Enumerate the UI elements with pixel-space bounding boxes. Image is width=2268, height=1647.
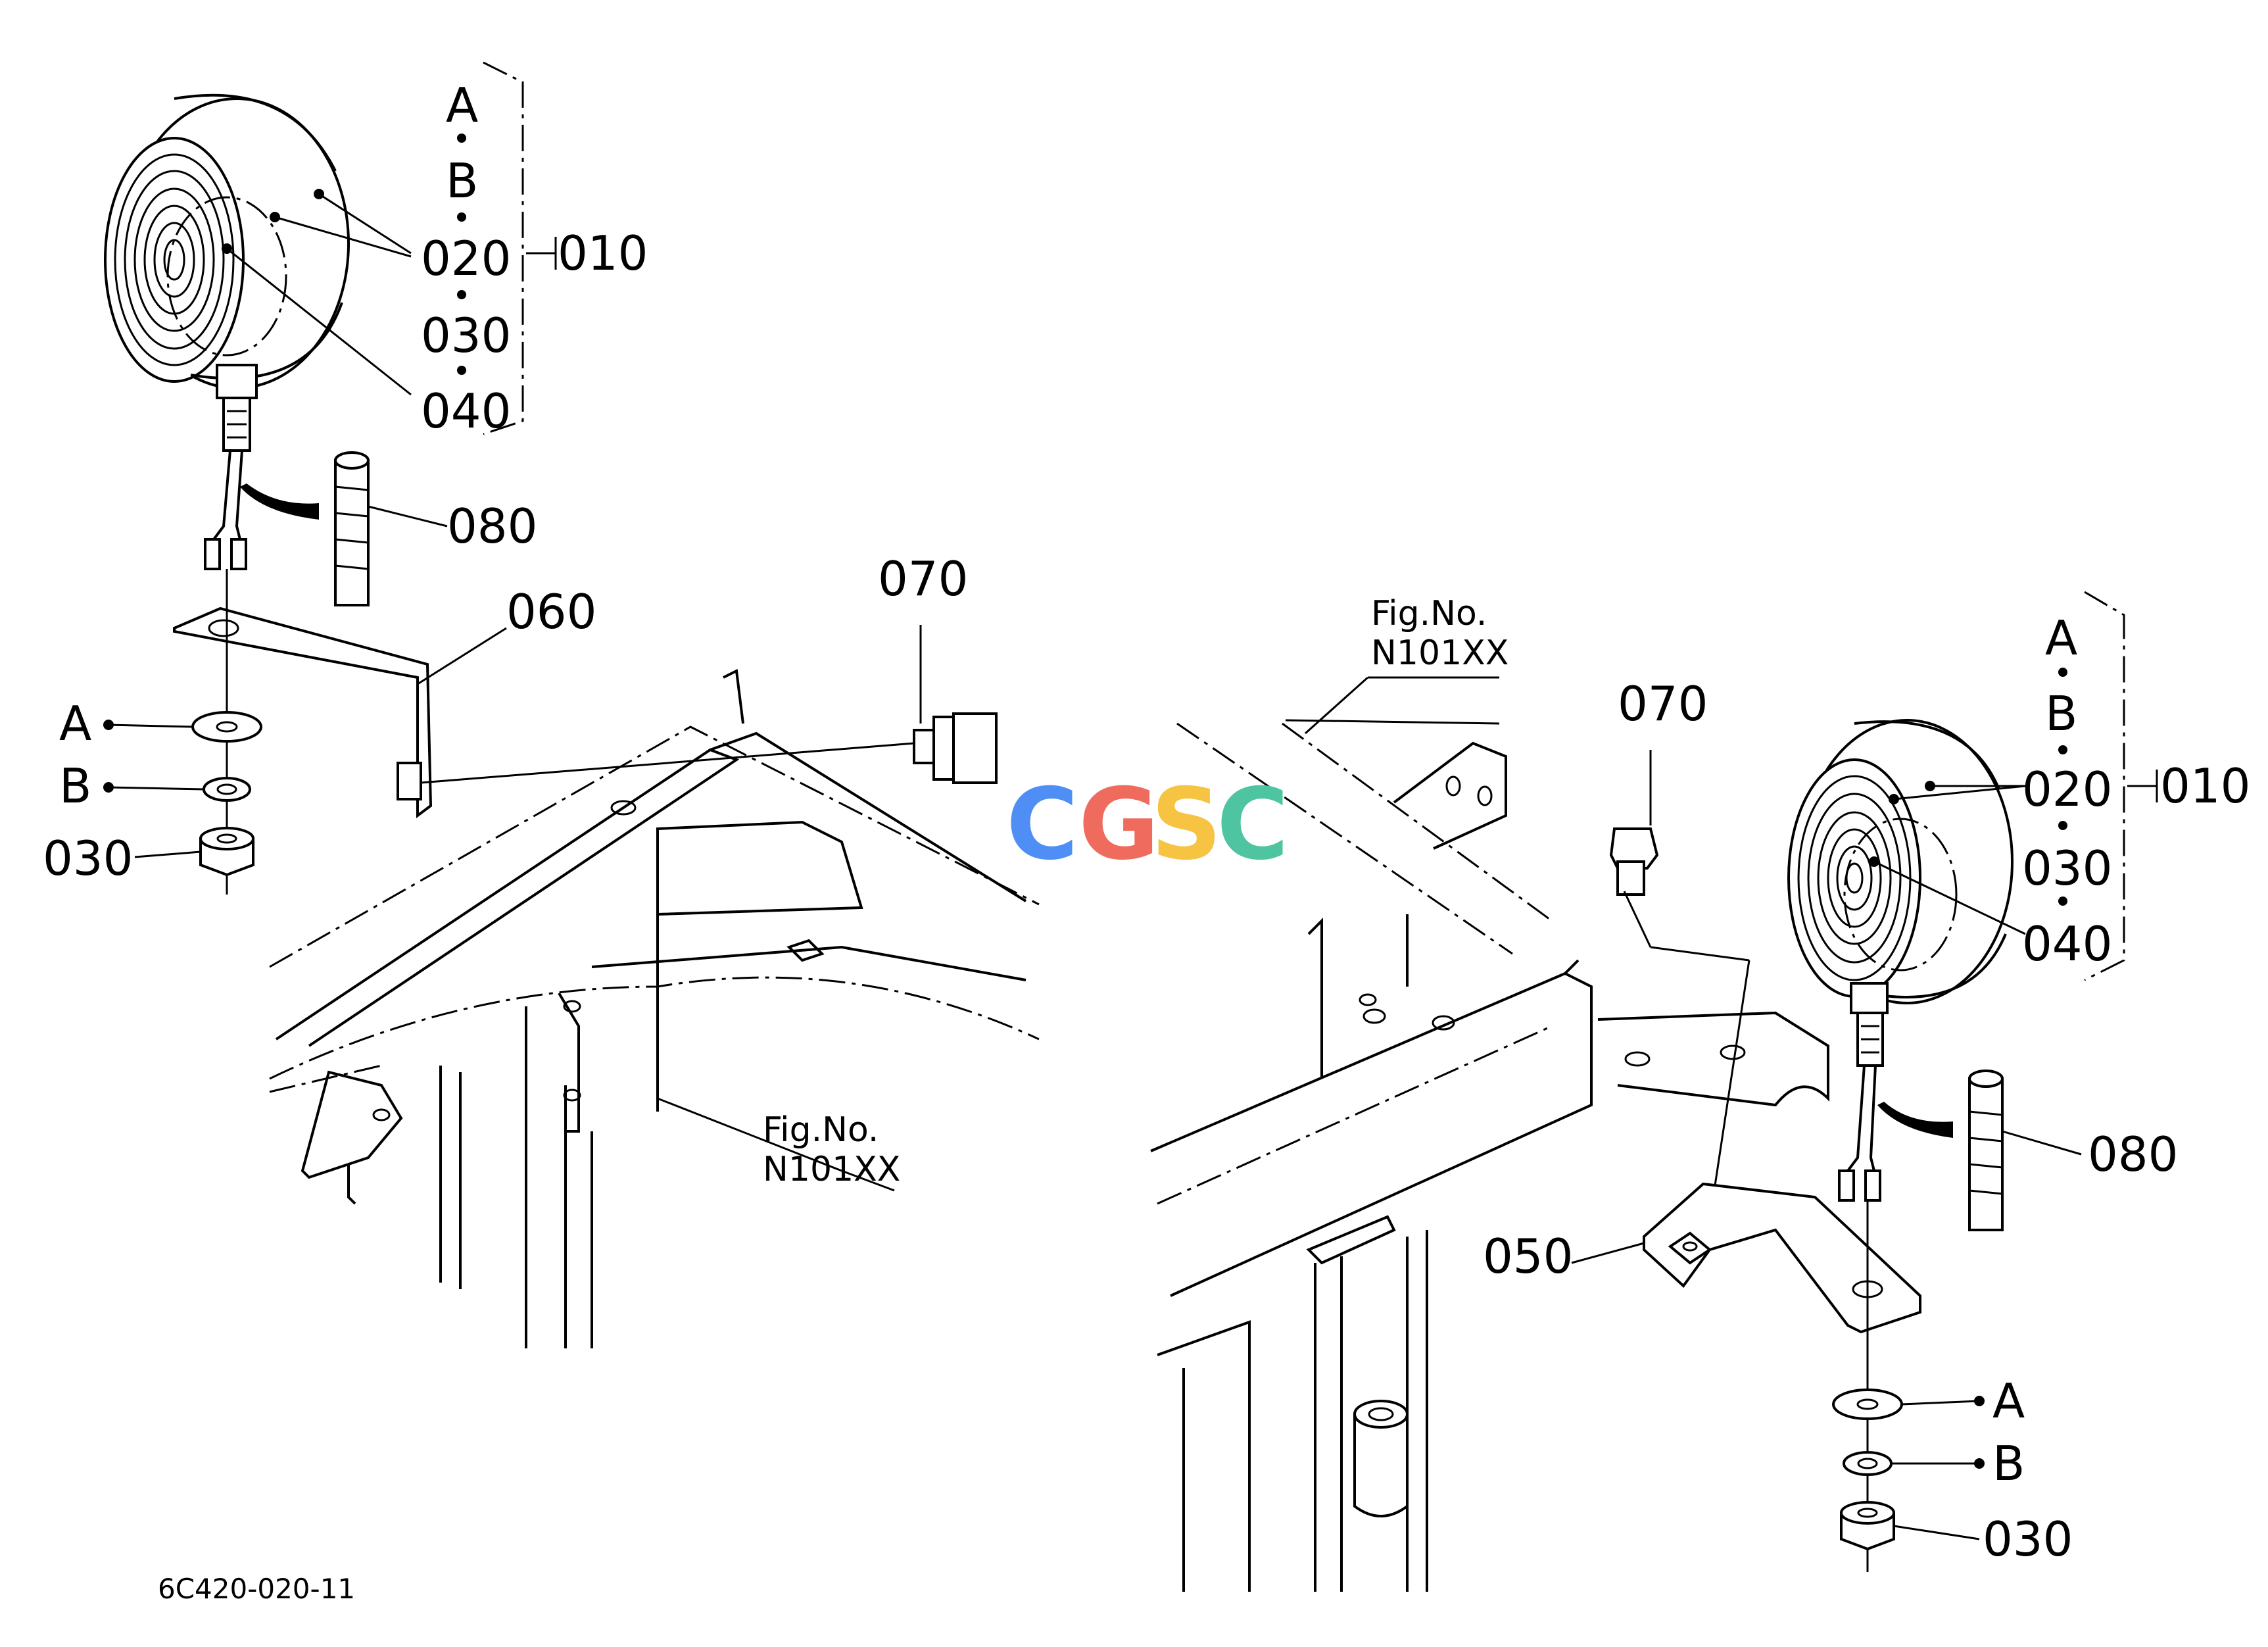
right-label-A-washer: A bbox=[1992, 1373, 2025, 1429]
drawing-number: 6C420-020-11 bbox=[158, 1573, 355, 1605]
right-label-B-washer: B bbox=[1992, 1436, 2025, 1491]
right-grommet bbox=[1877, 1069, 2082, 1231]
right-label-030: 030 bbox=[2022, 841, 2112, 896]
right-frame bbox=[1150, 719, 1829, 1592]
right-bracket bbox=[1571, 1182, 1921, 1334]
right-label-010: 010 bbox=[2160, 758, 2250, 814]
right-label-020: 020 bbox=[2022, 762, 2112, 817]
right-bolt bbox=[1609, 750, 1750, 1221]
left-label-070: 070 bbox=[878, 551, 968, 606]
left-fig-line1: Fig.No. bbox=[763, 1110, 879, 1150]
left-label-060: 060 bbox=[506, 584, 596, 639]
left-label-080: 080 bbox=[447, 499, 537, 554]
watermark-letter-1: C bbox=[1006, 768, 1078, 882]
left-upper-leaders bbox=[222, 61, 557, 435]
left-label-040: 040 bbox=[421, 383, 511, 439]
right-upper-leaders bbox=[1869, 591, 2158, 981]
left-label-010: 010 bbox=[558, 226, 648, 281]
left-label-A-top: A bbox=[446, 78, 478, 133]
watermark-letter-3: S bbox=[1151, 768, 1222, 882]
left-label-030: 030 bbox=[421, 308, 511, 363]
left-label-A-washer: A bbox=[59, 696, 91, 751]
left-label-B-washer: B bbox=[59, 758, 91, 814]
right-label-B-top: B bbox=[2045, 686, 2077, 741]
right-label-040: 040 bbox=[2022, 916, 2112, 971]
left-label-030-nut: 030 bbox=[43, 831, 133, 886]
left-bracket bbox=[173, 606, 507, 818]
right-label-080: 080 bbox=[2088, 1127, 2178, 1182]
left-lamp-assembly: A B 020 030 040 010 080 060 bbox=[43, 61, 1040, 1348]
right-lamp-assembly: Fig.No. N101XX 070 bbox=[1150, 591, 2250, 1592]
right-label-A-top: A bbox=[2045, 610, 2077, 666]
right-label-070: 070 bbox=[1618, 676, 1708, 731]
left-label-B-top: B bbox=[446, 153, 478, 209]
watermark: C G S C bbox=[1006, 768, 1289, 882]
left-label-020: 020 bbox=[421, 231, 511, 286]
right-lamp-body bbox=[1787, 719, 2014, 1202]
left-bolt bbox=[420, 625, 998, 784]
right-fig-line1: Fig.No. bbox=[1371, 594, 1487, 633]
left-lamp-body bbox=[104, 93, 350, 570]
right-label-050: 050 bbox=[1483, 1229, 1573, 1284]
left-fasteners bbox=[103, 569, 262, 895]
left-grommet bbox=[240, 451, 448, 606]
right-fasteners bbox=[1832, 1200, 1985, 1572]
left-fig-line2: N101XX bbox=[763, 1150, 900, 1189]
right-fig-line2: N101XX bbox=[1371, 633, 1508, 673]
left-frame bbox=[269, 668, 1040, 1348]
watermark-letter-2: G bbox=[1078, 768, 1159, 882]
watermark-letter-4: C bbox=[1217, 768, 1289, 882]
right-label-030-nut: 030 bbox=[1983, 1512, 2073, 1567]
